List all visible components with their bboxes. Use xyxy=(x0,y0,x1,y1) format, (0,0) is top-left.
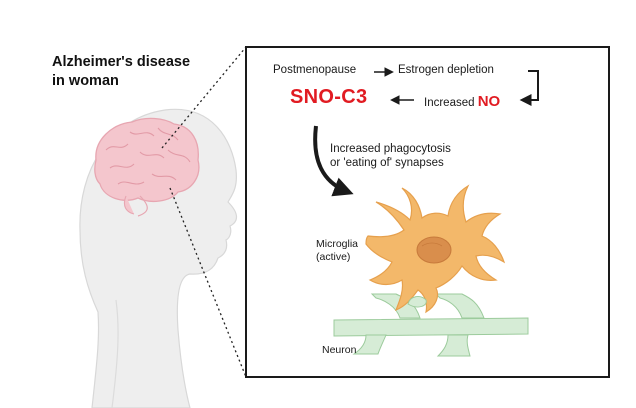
zoom-line-bottom xyxy=(169,187,247,378)
phagocytosis-line-2: or 'eating of' synapses xyxy=(330,157,444,169)
phagocytosis-line-1: Increased phagocytosis xyxy=(330,143,451,155)
estrogen-depletion-label: Estrogen depletion xyxy=(398,64,494,76)
microglia-cell-icon xyxy=(365,184,506,314)
title-line-1: Alzheimer's disease xyxy=(52,54,191,70)
increased-no-label: Increased NO xyxy=(424,93,500,110)
zoom-line-top xyxy=(161,46,247,149)
phagocytosis-label: Increased phagocytosis or 'eating of' sy… xyxy=(330,142,451,170)
neuron-dendrite-icon xyxy=(333,293,529,357)
microglia-label: Microglia (active) xyxy=(316,238,358,264)
zoom-panel xyxy=(245,46,610,378)
postmenopause-label: Postmenopause xyxy=(273,64,357,76)
engulfed-synapse xyxy=(407,296,427,308)
title-line-2: in woman xyxy=(52,73,119,89)
neuron-label: Neuron xyxy=(322,344,357,356)
brain-icon xyxy=(94,117,200,217)
microglia-label-line-2: (active) xyxy=(316,251,351,263)
figure-title: Alzheimer's disease in woman xyxy=(52,53,190,91)
sno-c3-label: SNO-C3 xyxy=(290,86,368,108)
curved-arrow-icon xyxy=(313,125,354,197)
nitric-oxide-label: NO xyxy=(477,93,501,110)
microglia-label-line-1: Microglia xyxy=(316,238,359,250)
elbow-arrow-icon xyxy=(519,70,539,106)
increased-prefix: Increased xyxy=(424,97,475,109)
